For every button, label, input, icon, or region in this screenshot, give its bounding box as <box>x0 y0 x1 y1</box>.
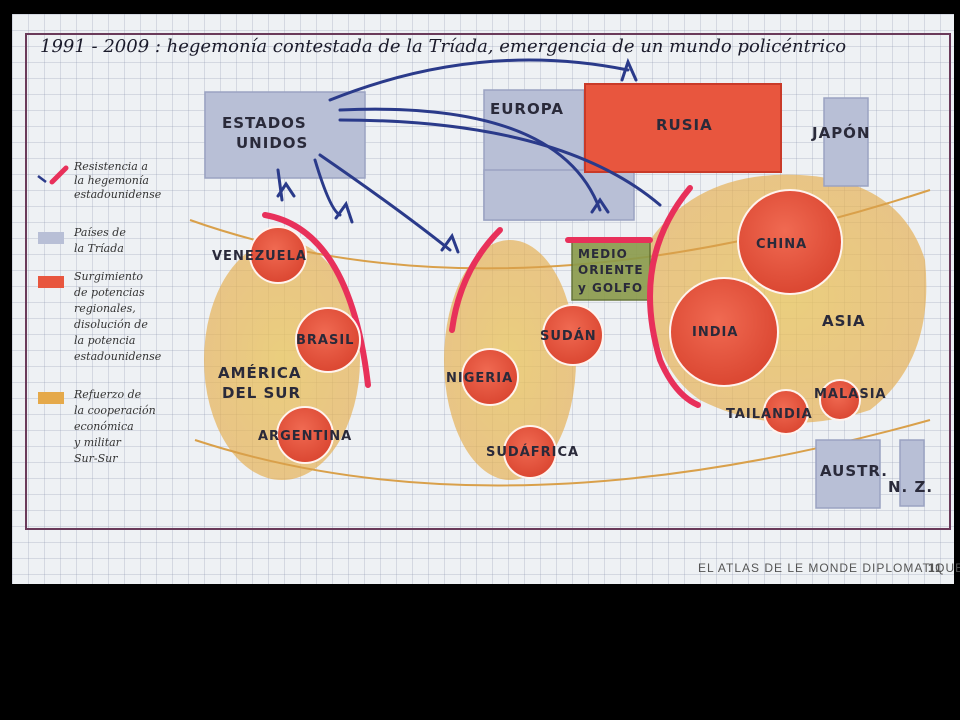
legend-resistance-symbol <box>37 175 47 183</box>
legend: Resistencia a la hegemonía estadounidens… <box>37 160 162 465</box>
legend-south-south-2: la cooperación <box>74 404 156 417</box>
label-china: CHINA <box>756 237 807 252</box>
argentina-circle <box>276 406 334 464</box>
map-frame <box>25 33 951 530</box>
label-japan: JAPÓN <box>811 123 871 142</box>
legend-triad-1: Países de <box>73 226 126 239</box>
legend-triad-swatch <box>38 232 64 244</box>
legend-south-south-3: económica <box>74 420 134 433</box>
label-india: INDIA <box>692 325 738 340</box>
label-malaysia: MALASIA <box>814 387 887 402</box>
us-influence-arrows <box>276 57 662 254</box>
legend-regional-6: estadounidense <box>74 350 162 363</box>
legend-triad-2: la Tríada <box>74 242 124 255</box>
legend-resistance-2: la hegemonía <box>74 174 149 187</box>
legend-south-south-4: y militar <box>73 436 122 449</box>
label-argentina: ARGENTINA <box>258 429 352 444</box>
legend-regional-4: disolución de <box>74 318 148 331</box>
label-middle-east-3: y GOLFO <box>578 281 643 295</box>
legend-regional-swatch <box>38 276 64 288</box>
middle-east-box <box>571 239 651 301</box>
legend-resistance-3: estadounidense <box>74 188 162 201</box>
south-south-band <box>194 419 931 487</box>
label-venezuela: VENEZUELA <box>212 249 307 264</box>
label-nigeria: NIGERIA <box>446 371 513 386</box>
label-asia: ASIA <box>822 312 866 330</box>
label-russia: RUSIA <box>656 116 713 134</box>
india-circle <box>669 277 779 387</box>
label-sudan: SUDÁN <box>540 328 597 344</box>
label-middle-east-1: MEDIO <box>578 247 628 261</box>
label-europe: EUROPA <box>490 100 564 118</box>
label-south-africa: SUDÁFRICA <box>486 444 579 460</box>
nigeria-circle <box>461 348 519 406</box>
malaysia-circle <box>819 379 861 421</box>
footer-source: EL ATLAS DE LE MONDE DIPLOMATIQUE <box>698 561 960 575</box>
russia-box <box>584 83 782 173</box>
china-circle <box>737 189 843 295</box>
map-title: 1991 - 2009 : hegemonía contestada de la… <box>40 36 846 57</box>
label-thailand: TAILANDIA <box>726 407 813 422</box>
japan-box <box>823 97 869 187</box>
legend-resistance-1: Resistencia a <box>73 160 148 173</box>
venezuela-circle <box>249 226 307 284</box>
south-africa-circle <box>503 425 557 479</box>
legend-south-south-swatch <box>38 392 64 404</box>
legend-regional-3: regionales, <box>74 302 136 315</box>
label-usa-2: UNIDOS <box>236 134 308 152</box>
resistance-arc-africa <box>449 227 503 333</box>
legend-south-south-1: Refuerzo de <box>73 388 142 401</box>
usa-box <box>204 91 366 179</box>
legend-south-south-5: Sur-Sur <box>74 452 118 465</box>
thailand-circle <box>763 389 809 435</box>
new-zealand-box <box>899 439 925 507</box>
legend-regional-1: Surgimiento <box>74 270 143 283</box>
australia-box <box>815 439 881 509</box>
label-south-america-1: AMÉRICA <box>218 363 302 382</box>
label-middle-east-2: ORIENTE <box>578 263 644 277</box>
brazil-circle <box>295 307 361 373</box>
resistance-arc-asia <box>647 185 701 408</box>
resistance-arc-south-america <box>262 212 371 388</box>
legend-regional-2: de potencias <box>74 286 145 299</box>
label-usa-1: ESTADOS <box>222 114 307 132</box>
label-brazil: BRASIL <box>296 333 354 348</box>
footer-page-number: 11 <box>928 561 943 575</box>
legend-regional-5: la potencia <box>74 334 136 347</box>
europe-box-lower <box>483 169 635 221</box>
label-austr: AUSTR. <box>820 462 888 480</box>
label-south-america-2: DEL SUR <box>222 384 301 402</box>
sudan-circle <box>542 304 604 366</box>
label-nz: N. Z. <box>888 478 933 496</box>
